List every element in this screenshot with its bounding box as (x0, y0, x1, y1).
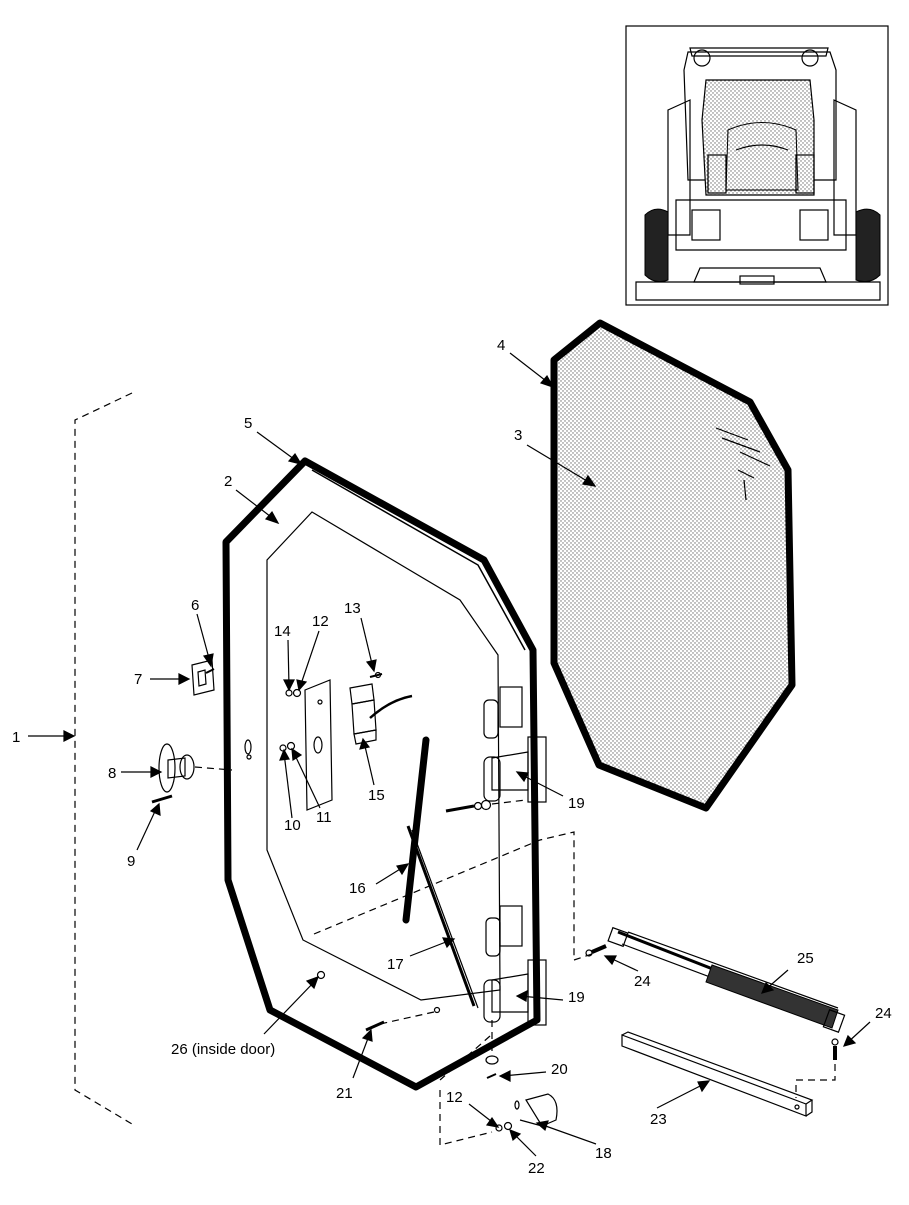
pin-20 (486, 1073, 497, 1079)
callout-1: 1 (12, 729, 20, 746)
door-inner-opening (266, 511, 501, 1001)
callout-26: 26 (inside door) (171, 1041, 275, 1058)
callout-21: 21 (336, 1085, 353, 1102)
strut-mounting-bracket (621, 1031, 814, 1117)
callout-8: 8 (108, 765, 116, 782)
callout-2: 2 (224, 473, 232, 490)
callout-3: 3 (514, 427, 522, 444)
washer-11 (286, 741, 296, 751)
callout-12-upper: 12 (312, 613, 329, 630)
callout-24-right: 24 (875, 1005, 892, 1022)
callout-19-upper: 19 (568, 795, 585, 812)
gas-strut (607, 926, 846, 1033)
striker-screw (205, 668, 215, 674)
handle-screw (151, 794, 173, 804)
callout-23: 23 (650, 1111, 667, 1128)
inset-loader-view (625, 25, 889, 306)
outer-handle (158, 743, 233, 793)
door-seal (222, 457, 541, 1091)
latch-plate (304, 679, 333, 811)
glass (550, 319, 796, 812)
callout-15: 15 (368, 787, 385, 804)
hinge-lower (483, 905, 547, 1026)
callout-13: 13 (344, 600, 361, 617)
inside-door-hole (316, 970, 326, 980)
callout-19-lower: 19 (568, 989, 585, 1006)
callout-5: 5 (244, 415, 252, 432)
washer-12b (495, 1124, 503, 1132)
callout-25: 25 (797, 950, 814, 967)
hinge-upper (483, 686, 547, 803)
door-stay-rod (406, 825, 476, 1007)
callout-6: 6 (191, 597, 199, 614)
callout-7: 7 (134, 671, 142, 688)
callout-20: 20 (551, 1061, 568, 1078)
callout-labels: 1 2 3 4 5 6 7 8 9 10 11 12 12 13 14 15 1… (12, 337, 892, 1177)
grab-handle (402, 736, 430, 924)
door-glass-panel (550, 319, 796, 812)
door-frame (222, 457, 541, 1091)
leader-lines (28, 352, 871, 1157)
door-catch (514, 1093, 558, 1127)
callout-17: 17 (387, 956, 404, 973)
callout-9: 9 (127, 853, 135, 870)
washer-22 (503, 1121, 513, 1131)
assembly-bracket (74, 392, 133, 1125)
ball-stud-left (591, 944, 607, 954)
callout-14: 14 (274, 623, 291, 640)
callout-4: 4 (497, 337, 505, 354)
screw-21 (365, 1020, 385, 1032)
striker-plate (191, 659, 215, 696)
callout-10: 10 (284, 817, 301, 834)
inside-latch (349, 671, 413, 745)
door-hole (244, 739, 252, 755)
callout-12-lower: 12 (446, 1089, 463, 1106)
callout-16: 16 (349, 880, 366, 897)
callout-11: 11 (316, 809, 332, 826)
callout-22: 22 (528, 1160, 545, 1177)
washer-20 (485, 1055, 499, 1065)
callout-18: 18 (595, 1145, 612, 1162)
hinge-bolt (445, 799, 527, 813)
callout-24-left: 24 (634, 973, 651, 990)
washer-12 (292, 688, 302, 698)
